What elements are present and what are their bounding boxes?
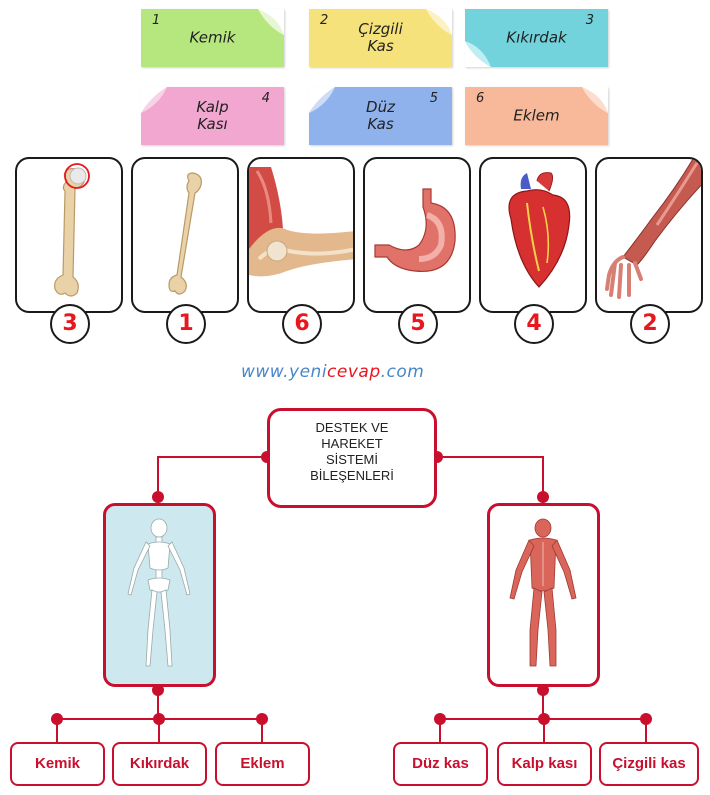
watermark-part: cevap: [327, 362, 381, 382]
note-6: 6 Eklem: [465, 87, 608, 145]
page-curl-icon: [582, 87, 608, 113]
note-number: 1: [152, 13, 161, 28]
answer-badge: 2: [630, 304, 670, 344]
page-curl-icon: [426, 9, 452, 35]
leaf-eklem: Eklem: [215, 742, 310, 786]
skeleton-icon: [127, 518, 191, 667]
answer-badge: 4: [514, 304, 554, 344]
card-elbow: [247, 157, 355, 313]
answer-badge: 6: [282, 304, 322, 344]
leaf-cizgili-kas: Çizgili kas: [599, 742, 699, 786]
leaf-kalp-kasi: Kalp kası: [497, 742, 592, 786]
card-heart: [479, 157, 587, 313]
note-label: Kalp Kası: [196, 98, 229, 133]
note-label: Kıkırdak: [506, 28, 567, 47]
skeleton-box: [103, 503, 216, 687]
note-5: 5 Düz Kas: [309, 87, 452, 145]
watermark-part: .com: [380, 362, 425, 382]
note-label: Eklem: [513, 106, 560, 125]
stomach-icon: [374, 188, 456, 273]
card-femur: [15, 157, 123, 313]
page-curl-icon: [309, 87, 335, 113]
answer-badge: 5: [398, 304, 438, 344]
card-stomach: [363, 157, 471, 313]
watermark-part: www.yeni: [241, 362, 328, 382]
note-number: 2: [320, 13, 329, 28]
note-3: 3 Kıkırdak: [465, 9, 608, 67]
note-2: 2 Çizgili Kas: [309, 9, 452, 67]
femur-with-cartilage-icon: [54, 163, 90, 297]
note-label: Çizgili Kas: [358, 20, 403, 55]
note-number: 3: [585, 13, 594, 28]
heart-icon: [508, 172, 571, 288]
note-number: 5: [429, 91, 438, 106]
leaf-duz-kas: Düz kas: [393, 742, 488, 786]
elbow-joint-icon: [249, 167, 353, 277]
note-number: 6: [476, 91, 485, 106]
card-bone: [131, 157, 239, 313]
note-label: Düz Kas: [366, 98, 395, 133]
answer-badge: 3: [50, 304, 90, 344]
note-4: 4 Kalp Kası: [141, 87, 284, 145]
leaf-kemik: Kemik: [10, 742, 105, 786]
note-label: Kemik: [189, 28, 236, 47]
note-1: 1 Kemik: [141, 9, 284, 67]
page-curl-icon: [141, 87, 167, 113]
bone-icon: [168, 172, 202, 295]
answer-badge: 1: [166, 304, 206, 344]
muscle-box: [487, 503, 600, 687]
page-curl-icon: [465, 41, 491, 67]
watermark: www.yenicevap.com: [241, 362, 424, 382]
page-curl-icon: [258, 9, 284, 35]
root-node: DESTEK VE HAREKET SİSTEMİ BİLEŞENLERİ: [267, 408, 437, 508]
arm-muscle-icon: [605, 159, 701, 299]
note-number: 4: [261, 91, 270, 106]
leaf-kikirdak: Kıkırdak: [112, 742, 207, 786]
card-arm: [595, 157, 703, 313]
muscular-system-icon: [509, 518, 577, 667]
